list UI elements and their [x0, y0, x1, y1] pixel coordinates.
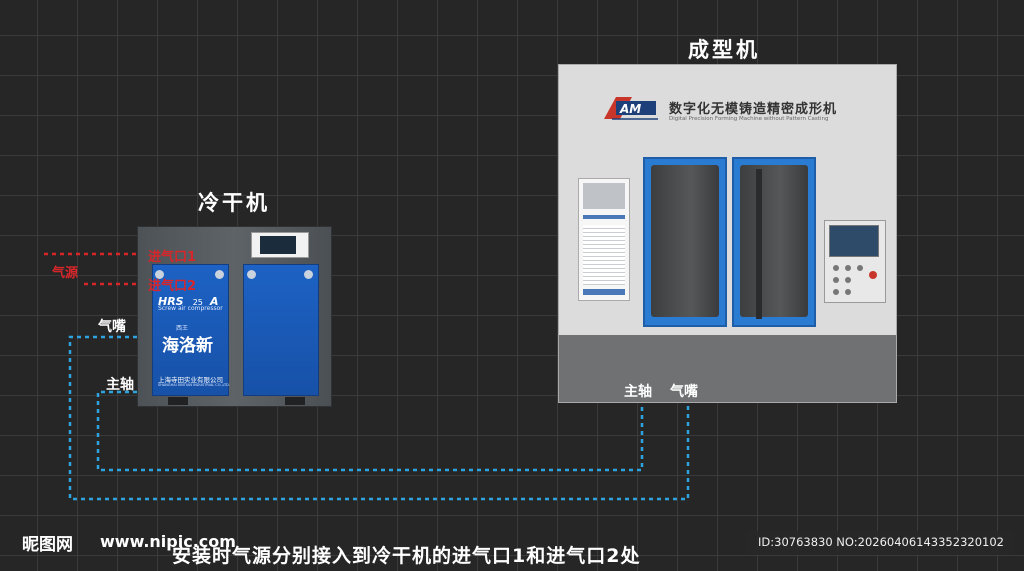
- svg-text:AM: AM: [619, 102, 641, 116]
- button-icon: [845, 289, 851, 295]
- company-name-en: SHANGHAI XINTIAN INDUSTRIAL CO.,LTD.: [158, 383, 230, 387]
- spec-text: [583, 225, 625, 285]
- watermark-bar: ID:30763830 NO:20260406143352320102: [746, 531, 1014, 555]
- dryer-display: [260, 236, 296, 254]
- machine-name-en: Digital Precision Forming Machine withou…: [669, 116, 829, 122]
- spindle-label-right: 主轴: [624, 384, 652, 400]
- door-left: [643, 157, 727, 327]
- model-number: 25: [192, 298, 203, 307]
- inlet-2-label: 进气口2: [148, 279, 197, 294]
- door-right: [732, 157, 816, 327]
- button-icon: [845, 277, 851, 283]
- dryer-unit: HRS 25 A Screw air compressor 西王 海洛新 上海寺…: [137, 226, 332, 407]
- nozzle-label-right: 气嘴: [670, 384, 698, 400]
- spec-photo: [583, 183, 625, 209]
- cam-logo: AM: [602, 93, 660, 123]
- machine-control-panel: [824, 220, 886, 303]
- site-url: www.nipic.com: [100, 532, 236, 551]
- company-name: 上海寺田实业有限公司: [158, 376, 223, 384]
- forming-machine: AM 数字化无模铸造精密成形机 Digital Precision Formin…: [558, 64, 897, 403]
- dryer-front-panel-left: HRS 25 A Screw air compressor 西王 海洛新 上海寺…: [152, 264, 230, 396]
- dryer-title: 冷干机: [198, 191, 270, 215]
- button-icon: [845, 265, 851, 271]
- button-icon: [833, 289, 839, 295]
- model-name: HRS: [158, 295, 184, 308]
- button-icon: [833, 265, 839, 271]
- button-icon: [833, 277, 839, 283]
- emergency-stop-icon: [869, 271, 877, 279]
- bolt-icon: [304, 270, 313, 279]
- brand-small: 西王: [176, 325, 189, 332]
- model-suffix: A: [209, 295, 219, 308]
- air-source-label: 气源: [52, 266, 79, 281]
- dryer-control-panel: [251, 232, 309, 258]
- bolt-icon: [215, 270, 224, 279]
- dryer-foot-right: [285, 397, 305, 405]
- nozzle-label-left: 气嘴: [98, 319, 126, 335]
- bolt-icon: [155, 270, 164, 279]
- forming-machine-title: 成型机: [688, 38, 760, 62]
- site-name: 昵图网: [22, 535, 73, 555]
- cam-logo-icon: AM: [604, 97, 658, 120]
- machine-name: 数字化无模铸造精密成形机: [669, 102, 838, 117]
- bolt-icon: [247, 270, 256, 279]
- spindle-pipe: [96, 390, 644, 472]
- dryer-front-panel-right: [243, 264, 319, 396]
- dryer-foot-left: [168, 397, 188, 405]
- spindle-label-left: 主轴: [106, 377, 134, 393]
- brand-chinese: 海洛新: [162, 336, 213, 356]
- machine-display: [829, 225, 879, 257]
- machine-base: [559, 335, 896, 402]
- button-icon: [857, 265, 863, 271]
- inlet-1-label: 进气口1: [148, 250, 197, 265]
- spec-sheet: [578, 178, 630, 301]
- model-subtitle: Screw air compressor: [158, 305, 223, 312]
- installation-caption: 安装时气源分别接入到冷干机的进气口1和进气口2处: [172, 545, 641, 567]
- watermark-id: ID:30763830 NO:20260406143352320102: [758, 535, 1004, 549]
